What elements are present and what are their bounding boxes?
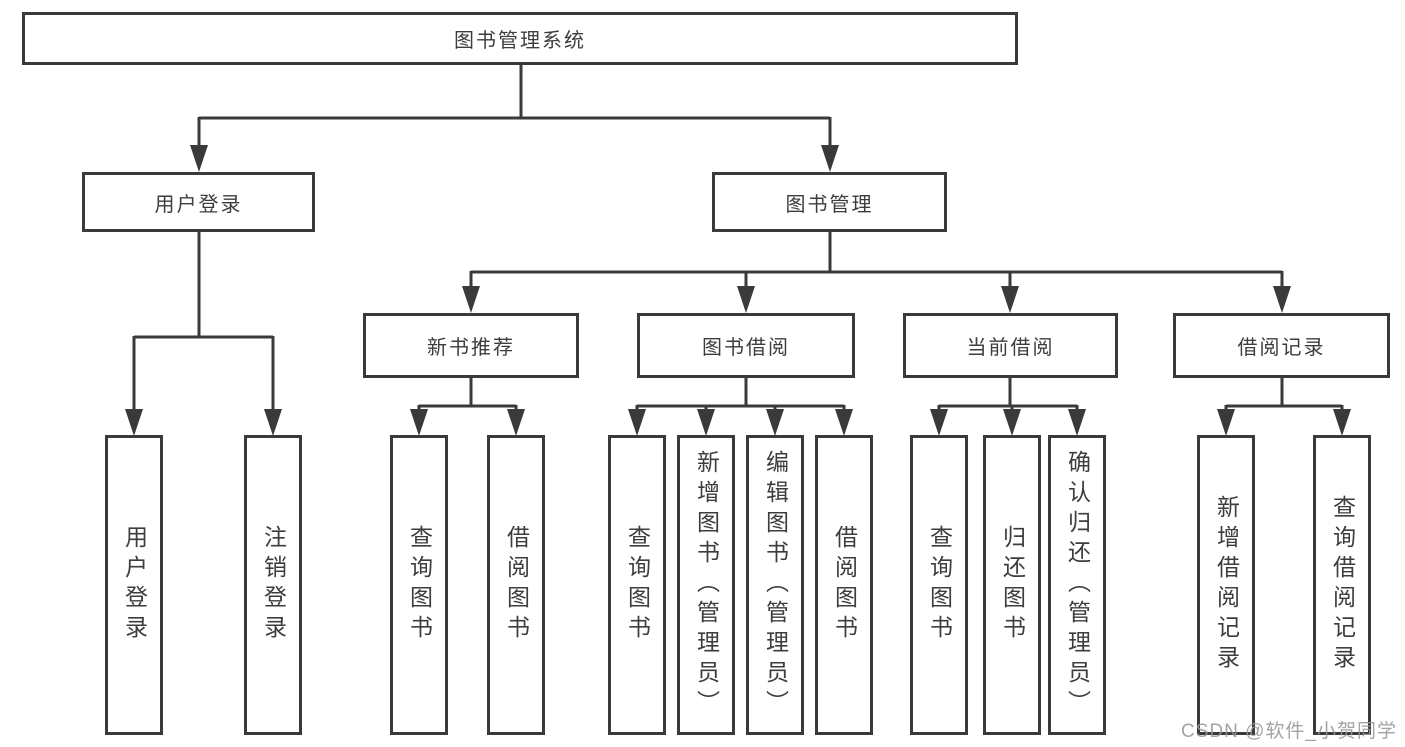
- leaf-add-book-admin: 新增图书（管理员）: [677, 435, 735, 735]
- leaf-add-borrow-record: 新增借阅记录: [1197, 435, 1255, 735]
- leaf-confirm-return-admin: 确认归还（管理员）: [1048, 435, 1106, 735]
- leaf-query-books-3: 查询图书: [910, 435, 968, 735]
- node-book-borrowing: 图书借阅: [637, 313, 855, 378]
- leaf-borrow-books-1: 借阅图书: [487, 435, 545, 735]
- leaf-edit-book-admin: 编辑图书（管理员）: [746, 435, 804, 735]
- node-current-borrowing: 当前借阅: [903, 313, 1118, 378]
- arrowheads: [125, 145, 1351, 436]
- node-book-management: 图书管理: [712, 172, 947, 232]
- csdn-watermark: CSDN @软件_小贺同学: [1181, 721, 1397, 742]
- node-borrowing-records: 借阅记录: [1173, 313, 1390, 378]
- node-library-management-system: 图书管理系统: [22, 12, 1018, 65]
- leaf-borrow-books-2: 借阅图书: [815, 435, 873, 735]
- leaf-query-books-1: 查询图书: [390, 435, 448, 735]
- leaf-logout: 注销登录: [244, 435, 302, 735]
- node-new-book-recommend: 新书推荐: [363, 313, 579, 378]
- node-user-login: 用户登录: [82, 172, 315, 232]
- leaf-user-login: 用户登录: [105, 435, 163, 735]
- leaf-return-book: 归还图书: [983, 435, 1041, 735]
- leaf-query-borrow-record: 查询借阅记录: [1313, 435, 1371, 735]
- leaf-query-books-2: 查询图书: [608, 435, 666, 735]
